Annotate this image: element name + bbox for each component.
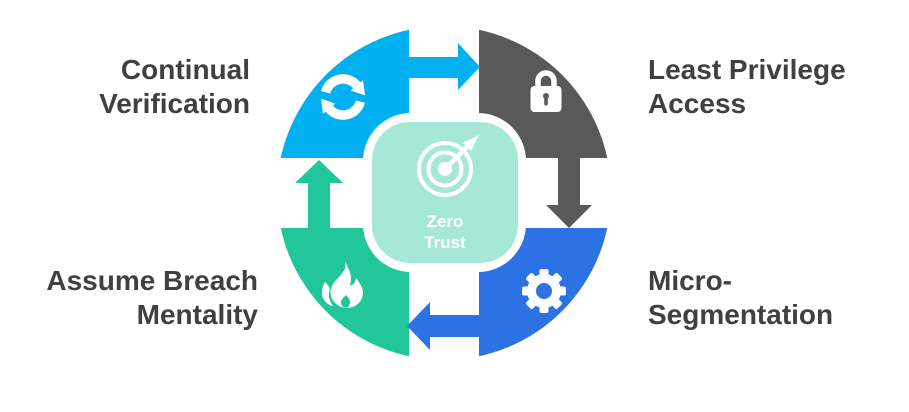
label-continual-verification: Continual Verification xyxy=(99,54,250,119)
zero-trust-hub xyxy=(372,122,518,263)
gear-icon xyxy=(522,269,566,313)
label-least-privilege-access: Least Privilege Access xyxy=(648,54,846,119)
arrow-up-icon xyxy=(295,160,343,232)
flame-icon xyxy=(321,261,363,308)
target-icon xyxy=(417,135,479,197)
zero-trust-label: Zero Trust xyxy=(424,212,466,252)
lock-icon xyxy=(530,70,562,112)
label-assume-breach-mentality: Assume Breach Mentality xyxy=(46,265,258,330)
arrow-left-icon xyxy=(407,302,486,350)
sync-icon xyxy=(320,74,366,120)
label-micro-segmentation: Micro- Segmentation xyxy=(648,265,834,330)
arrow-down-icon xyxy=(546,150,592,228)
arrow-right-icon xyxy=(400,43,480,90)
